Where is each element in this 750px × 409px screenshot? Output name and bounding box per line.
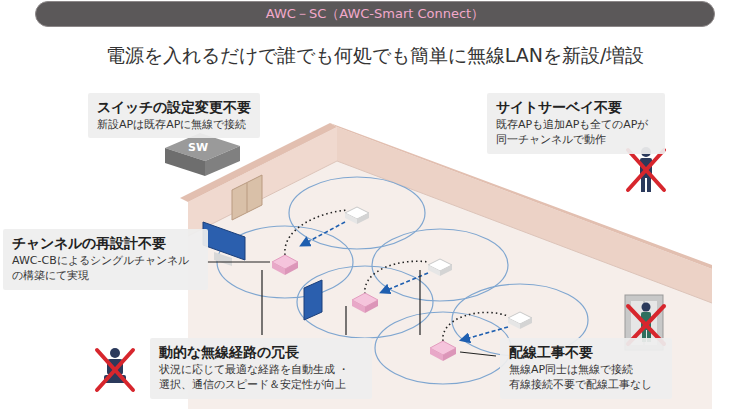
wireless-link: [285, 210, 348, 255]
coverage-circle: [297, 266, 433, 338]
access-point-new: [272, 262, 285, 275]
callout-box: 動的な無線経路の冗長状況に応じて最適な経路を自動生成 ・選択、通信のスピード＆安…: [150, 338, 372, 399]
access-point-existing: [520, 318, 532, 329]
coverage-circle: [289, 177, 425, 249]
access-point-existing: [345, 213, 357, 224]
coverage-circle: [375, 312, 511, 384]
monitor: [304, 280, 322, 320]
network-switch: [205, 146, 240, 176]
callout-body: 状況に応じて最適な経路を自動生成 ・選択、通信のスピード＆安定性が向上: [159, 362, 363, 393]
prohibited-cross: [628, 150, 664, 190]
data-flow-arrow: [302, 222, 508, 340]
access-point-existing: [440, 265, 452, 276]
title-text: AWC－SC（AWC-Smart Connect）: [266, 5, 484, 23]
callout-body: AWC-CBによるシングルチャンネル の構築にて実現: [12, 253, 199, 284]
leader-line: [419, 270, 420, 335]
access-point-existing: [428, 265, 440, 276]
wireless-link: [443, 312, 508, 341]
worker-figure: [647, 178, 651, 192]
access-point-existing: [357, 213, 369, 224]
worker-figure: [642, 303, 651, 312]
wireless-link: [285, 210, 508, 341]
access-point-new: [365, 300, 378, 313]
callout-heading: 動的な無線経路の冗長: [159, 343, 363, 362]
access-point-existing: [345, 207, 532, 329]
access-point-new: [430, 348, 443, 361]
access-point-new: [285, 262, 298, 275]
monitor: [214, 252, 232, 266]
callout-box: 配線工事不要無線AP同士は無線で接続 有線接続不要で配線工事なし: [500, 338, 672, 399]
door: [232, 175, 262, 220]
callout-box: チャンネルの再設計不要AWC-CBによるシングルチャンネル の構築にて実現: [3, 229, 208, 290]
prohibited-cross: [628, 150, 664, 190]
switch-label: SW: [188, 141, 208, 154]
leader-line: [261, 270, 262, 335]
data-flow-arrow: [302, 222, 345, 245]
callout-heading: チャンネルの再設計不要: [12, 234, 199, 253]
title-banner: AWC－SC（AWC-Smart Connect）: [35, 1, 715, 27]
callout-box: サイトサーベイ不要既存APも追加APも全てのAPが 同一チャンネルで動作: [487, 93, 665, 154]
prohibited-cross: [97, 350, 133, 390]
callout-body: 無線AP同士は無線で接続 有線接続不要で配線工事なし: [509, 362, 663, 393]
access-point-new: [443, 348, 456, 361]
coverage-circle: [372, 229, 508, 301]
access-point-new: [352, 300, 365, 313]
access-point-existing: [508, 318, 520, 329]
worker-figure: [641, 178, 645, 192]
door: [232, 175, 262, 220]
wireless-link: [365, 261, 428, 294]
network-switch: [165, 133, 240, 176]
callout-body: 新設APは既存APに無線で接続: [97, 117, 251, 132]
callout-heading: スイッチの設定変更不要: [97, 98, 251, 117]
worker-figure: [110, 348, 120, 358]
door: [247, 183, 248, 212]
callout-body: 既存APも追加APも全てのAPが 同一チャンネルで動作: [496, 117, 656, 148]
headline: 電源を入れるだけで誰でも何処でも簡単に無線LANを新設/増設: [106, 43, 645, 69]
data-flow-arrow: [382, 273, 428, 292]
monitor: [203, 222, 245, 260]
leader-line: [460, 352, 496, 356]
callout-heading: 配線工事不要: [509, 343, 663, 362]
prohibited-cross: [97, 350, 133, 390]
callout-box: スイッチの設定変更不要新設APは既存APに無線で接続: [88, 93, 260, 138]
leader-line: [207, 261, 270, 262]
callout-heading: サイトサーベイ不要: [496, 98, 656, 117]
leader-line: [345, 306, 346, 335]
